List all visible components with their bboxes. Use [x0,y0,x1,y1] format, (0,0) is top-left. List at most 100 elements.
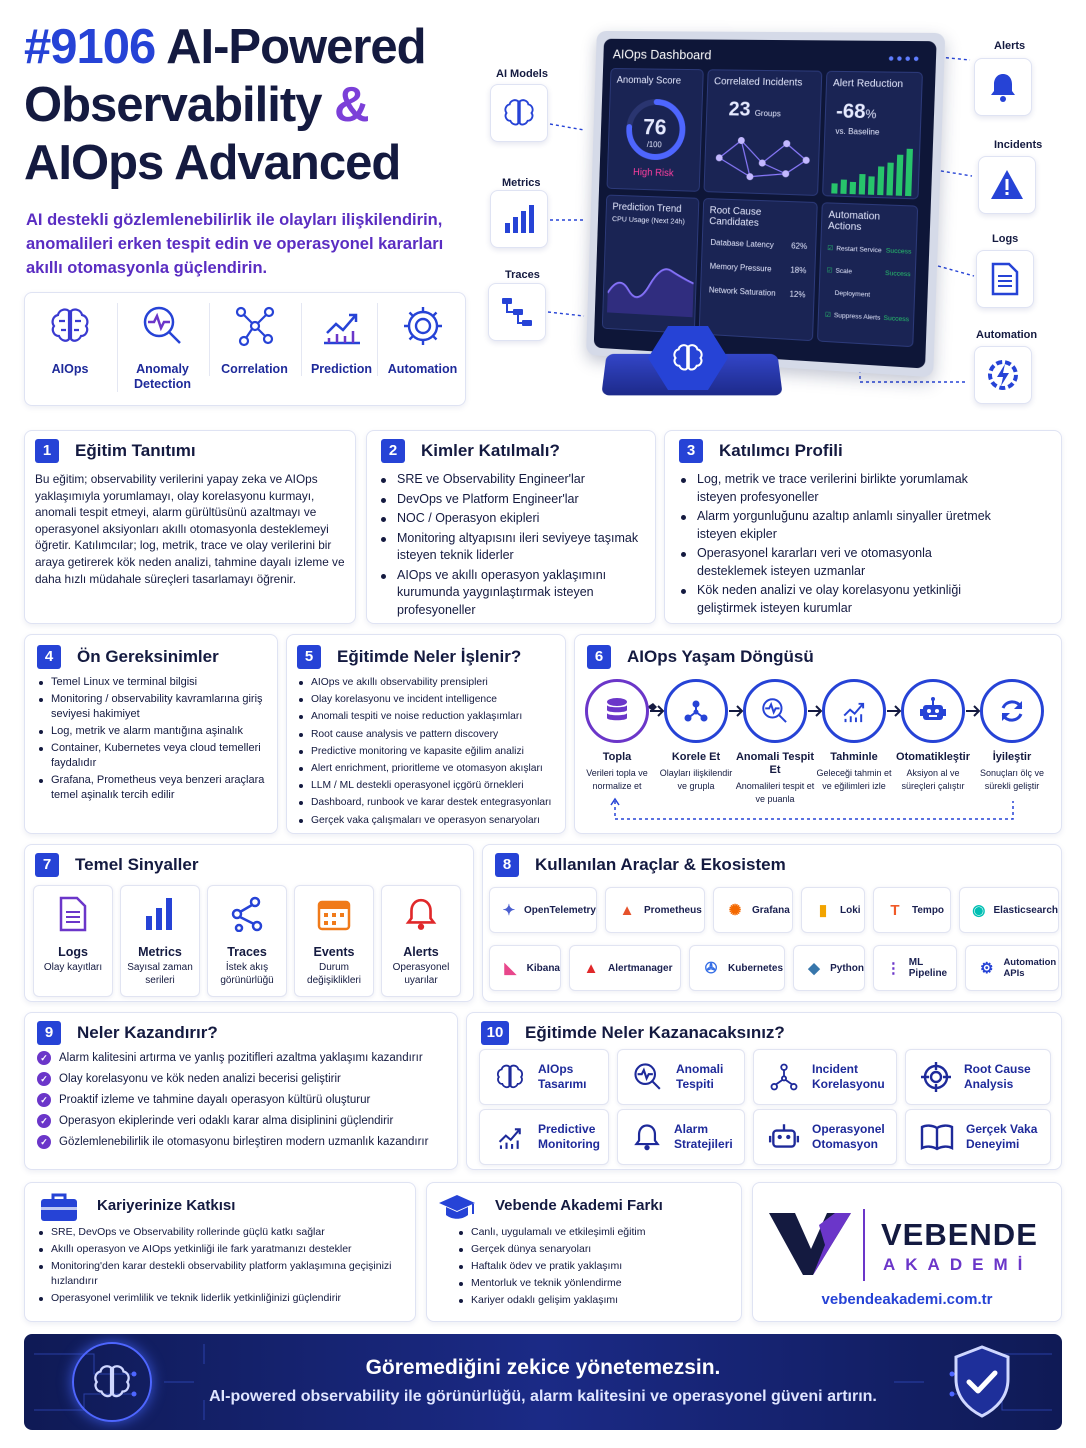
tile-ai-models [490,84,548,142]
lifecycle-arrows [610,703,1014,820]
section-title: AIOps Yaşam Döngüsü [627,647,814,666]
tile-alerts [974,58,1032,116]
section-title: Neler Kazandırır? [77,1023,218,1042]
feature-automation[interactable]: Automation [377,303,467,376]
trace-icon [502,298,532,326]
section-number: 10 [481,1021,509,1045]
list-item: Gerçek dünya senaryoları [457,1242,737,1257]
list-item: NOC / Operasyon ekipleri [379,510,649,528]
python-icon: ◆ [808,960,820,977]
title-line1: AI-Powered [166,20,427,74]
list-item: Operasyonel verimlilik ve teknik liderli… [37,1291,413,1306]
monitor-frame: AIOps Dashboard ●●●● Anomaly Score 76 /1… [586,30,946,378]
list-item: Container, Kubernetes veya cloud temelle… [37,741,275,771]
vebende-logo-icon [769,1213,851,1275]
feature-anomaly[interactable]: Anomaly Detection [117,303,207,392]
intro-text: Bu eğitim; observability verilerini yapa… [35,472,345,586]
siren-icon: ▲ [583,959,599,977]
list-item: AIOps ve akıllı observability prensipler… [297,675,563,690]
calendar-icon [317,900,351,931]
list-item: LLM / ML destekli operasyonel içgörü örn… [297,778,563,793]
list-item: Predictive monitoring ve kapasite eğilim… [297,744,563,759]
panel-prediction-trend: Prediction Trend CPU Usage (Next 24h) [601,194,700,335]
tool-ml-pipeline: ⋮ML Pipeline [873,945,957,991]
network-icon [235,306,274,347]
list-item: Anomali tespiti ve noise reduction yakla… [297,709,563,724]
correlated-unit: Groups [754,108,781,119]
list-item: Proaktif izleme ve tahmine dayalı operas… [37,1093,453,1108]
lifecycle-step-collect [585,679,649,743]
feature-label: AIOps [51,362,89,376]
list-item: SRE ve Observability Engineer'lar [379,471,649,489]
kibana-icon: ◣ [504,960,517,977]
brand-url[interactable]: vebendeakademi.com.tr [821,1291,993,1308]
document-icon [991,262,1019,296]
section-number: 6 [587,645,611,669]
anomaly-risk: High Risk [632,167,674,180]
list-item: Log, metrik ve alarm mantığına aşinalık [37,724,275,739]
feature-label: Prediction [310,362,373,376]
list-item: Root cause analysis ve pattern discovery [297,727,563,742]
magnifier-pulse-icon [634,1063,661,1090]
career-title: Kariyerinize Katkısı [97,1197,236,1214]
loki-icon: ▮ [818,902,828,919]
list-item: Kök neden analizi ve olay korelasyonu ye… [679,582,999,617]
tool-automation-apis: ⚙Automation APIs [965,945,1059,991]
lifecycle-step-automate [901,679,965,743]
bar-chart-icon [146,898,172,930]
tile-traces [488,283,546,341]
feature-correlation[interactable]: Correlation [209,303,299,376]
bell-icon [405,898,437,930]
tool-grafana: ✺Grafana [713,887,793,933]
trend-chart-icon [498,1128,521,1149]
list-item: Olay korelasyonu ve incident intelligenc… [297,692,563,707]
label-alerts: Alerts [994,40,1026,52]
window-dots: ●●●● [887,53,922,65]
section-title: Ön Gereksinimler [77,647,219,666]
magnifier-pulse-icon [762,698,787,723]
section-title: Temel Sinyaller [75,855,199,874]
tile-metrics [490,190,548,248]
tool-alertmanager: ▲Alertmanager [569,945,681,991]
section-title: Eğitimde Neler Kazanacaksınız? [525,1023,785,1042]
reduction-value: -68 [835,100,866,124]
brain-icon [94,1365,130,1398]
book-icon [920,1124,954,1151]
briefcase-icon [41,1193,77,1221]
profile-list: Log, metrik ve trace verilerini birlikte… [679,471,999,619]
circuit-pattern [34,1344,1052,1420]
section-title: Eğitim Tanıtımı [75,441,196,460]
list-item: Monitoring / observability kavramlarına … [37,692,275,722]
list-item: Gerçek vaka çalışmaları ve operasyon sen… [297,813,563,828]
panel-alert-reduction: Alert Reduction -68% vs. Baseline [822,70,923,200]
brand-card[interactable]: VEBENDE AKADEMİ vebendeakademi.com.tr [752,1182,1062,1322]
network-icon [684,700,708,722]
feature-prediction[interactable]: Prediction [301,303,381,376]
label-incidents: Incidents [994,139,1043,151]
target-icon [921,1062,951,1092]
feature-aiops[interactable]: AIOps [31,303,109,376]
trace-icon [231,896,263,933]
list-item: Canlı, uygulamalı ve etkileşimli eğitim [457,1225,737,1240]
vebende-diff-title: Vebende Akademi Farkı [495,1197,663,1214]
feature-label: Correlation [221,362,288,376]
feature-label: Automation [387,362,458,376]
elastic-icon: ◉ [972,902,986,919]
